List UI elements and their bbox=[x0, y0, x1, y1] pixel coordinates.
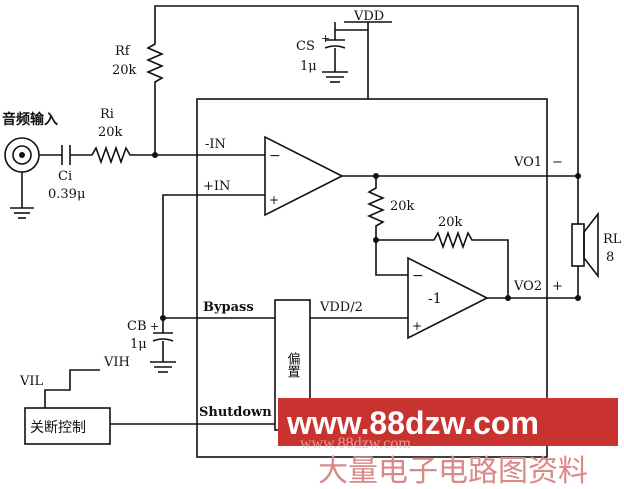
logic-level-signal bbox=[44, 369, 100, 408]
vdd-half-label: VDD/2 bbox=[319, 300, 363, 315]
watermark-cn-text: 大量电子电路图资料 bbox=[318, 454, 588, 489]
watermark-url: www.88dzw.com bbox=[286, 405, 539, 441]
r-mid-value: 20k bbox=[390, 199, 415, 214]
ri-value: 20k bbox=[98, 125, 123, 140]
vo2-sign: + bbox=[552, 279, 563, 294]
junction-vo1-out bbox=[575, 173, 581, 179]
vo1-sign: − bbox=[552, 155, 563, 170]
vo1-label: VO1 bbox=[513, 155, 542, 170]
cb-plus: + bbox=[150, 320, 159, 333]
vih-label: VIH bbox=[103, 355, 130, 370]
watermark-banner bbox=[278, 398, 618, 446]
minus-in-label: -IN bbox=[205, 137, 226, 152]
rf-resistor bbox=[145, 40, 165, 153]
cs-value: 1μ bbox=[300, 59, 317, 74]
shutdown-control-label: 关断控制 bbox=[30, 420, 86, 436]
speaker-cone bbox=[583, 211, 599, 279]
amplifier-chip-outline bbox=[196, 98, 548, 458]
watermark-faint-url: www.88dzw.com bbox=[300, 435, 411, 452]
ci-label: Ci bbox=[58, 169, 72, 184]
cb-label: CB bbox=[127, 319, 147, 334]
audio-jack-inner bbox=[12, 145, 32, 165]
opamp-1 bbox=[264, 135, 344, 217]
rf-label: Rf bbox=[115, 44, 131, 59]
ri-resistor bbox=[70, 145, 155, 165]
bias-label: 偏置 bbox=[285, 352, 301, 378]
rl-label: RL bbox=[603, 232, 622, 247]
wire-plus-in bbox=[162, 194, 265, 318]
plus-in-label: +IN bbox=[203, 179, 230, 194]
audio-jack-pin bbox=[19, 152, 25, 158]
shutdown-control-box bbox=[24, 407, 111, 445]
audio-input-label: 音频输入 bbox=[2, 111, 58, 128]
wire-opamp2-minus bbox=[375, 240, 408, 276]
opamp2-minus: − bbox=[412, 268, 424, 284]
opamp2-gain: -1 bbox=[428, 291, 442, 307]
rf-value: 20k bbox=[112, 63, 137, 78]
bypass-label: Bypass bbox=[203, 300, 254, 315]
speaker-body bbox=[571, 223, 585, 267]
opamp-2 bbox=[407, 256, 489, 340]
cs-plus: + bbox=[321, 32, 330, 45]
cb-plate-bottom bbox=[152, 338, 174, 342]
shutdown-label: Shutdown bbox=[199, 405, 272, 420]
opamp2-plus: + bbox=[412, 319, 422, 333]
cb-value: 1μ bbox=[130, 337, 147, 352]
r-fb2-resistor bbox=[376, 230, 509, 298]
r-fb2-value: 20k bbox=[438, 215, 463, 230]
r-mid-resistor bbox=[366, 176, 386, 240]
junction-vo2 bbox=[505, 295, 511, 301]
vdd-top-label: VDD bbox=[353, 9, 384, 24]
ci-value: 0.39μ bbox=[48, 187, 85, 202]
ri-label: Ri bbox=[100, 107, 114, 122]
wire-top-feedback bbox=[154, 5, 579, 224]
cs-label: CS bbox=[296, 39, 315, 54]
vil-label: VIL bbox=[19, 374, 44, 389]
cs-plate-bottom bbox=[324, 45, 346, 49]
rl-value: 8 bbox=[606, 250, 614, 265]
opamp1-minus: − bbox=[269, 148, 281, 164]
opamp1-plus: + bbox=[269, 193, 279, 207]
vo2-label: VO2 bbox=[513, 279, 542, 294]
